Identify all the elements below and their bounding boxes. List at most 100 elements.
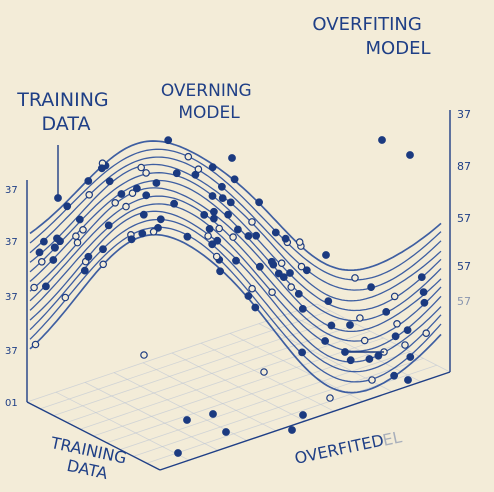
data-point xyxy=(322,251,330,259)
training-data-label-bottom: TRAINING DATA xyxy=(44,433,133,487)
data-point xyxy=(248,218,256,226)
data-point xyxy=(298,304,307,313)
data-point xyxy=(327,321,336,330)
left-tick-label: 37 xyxy=(5,185,18,196)
data-point xyxy=(294,289,303,298)
data-point xyxy=(232,256,240,265)
data-point xyxy=(156,215,165,224)
data-point xyxy=(422,329,431,338)
data-point xyxy=(233,225,242,234)
overning-model-label: OVERNING MODEL xyxy=(161,81,257,123)
data-point xyxy=(30,283,38,292)
grid-line xyxy=(55,391,190,461)
data-point xyxy=(84,252,93,261)
data-point xyxy=(404,376,412,384)
data-point xyxy=(164,136,173,145)
model-curve xyxy=(29,218,442,373)
data-point xyxy=(390,292,399,301)
data-point xyxy=(417,273,426,281)
right-tick-label: 37 xyxy=(457,108,471,121)
data-point xyxy=(31,340,40,349)
right-tick-label: 57 xyxy=(457,295,471,308)
data-point xyxy=(191,170,200,179)
data-point xyxy=(229,233,237,241)
data-point xyxy=(302,266,311,275)
grid-line xyxy=(287,313,422,383)
model-curve xyxy=(29,148,442,281)
axes xyxy=(26,110,451,471)
data-point xyxy=(346,321,354,329)
left-axis-ticks: 37 37 37 37 01 xyxy=(5,185,18,409)
data-point xyxy=(403,326,412,334)
data-point xyxy=(35,248,44,257)
data-point xyxy=(378,136,386,144)
data-point xyxy=(390,371,398,380)
data-point xyxy=(53,234,61,243)
data-point xyxy=(152,179,161,187)
data-point xyxy=(127,235,136,244)
data-point xyxy=(255,262,264,271)
data-point xyxy=(255,198,263,207)
data-point xyxy=(218,194,227,202)
data-point xyxy=(393,319,401,328)
data-point xyxy=(209,214,218,223)
data-point xyxy=(297,262,306,271)
data-point xyxy=(228,154,236,162)
data-point xyxy=(85,191,94,199)
data-point xyxy=(224,210,232,219)
data-point xyxy=(63,202,72,211)
data-point xyxy=(356,314,364,322)
data-point xyxy=(226,198,235,207)
data-point xyxy=(298,348,306,357)
floor-axis-front xyxy=(26,401,161,471)
data-point xyxy=(217,182,226,191)
data-point xyxy=(80,266,89,275)
data-point xyxy=(183,416,191,424)
data-point xyxy=(105,177,114,186)
data-point xyxy=(382,307,391,316)
grid-line xyxy=(200,342,335,412)
data-point xyxy=(98,164,106,173)
data-point xyxy=(73,238,82,247)
data-point xyxy=(61,293,70,302)
data-point xyxy=(321,337,329,345)
data-point xyxy=(205,224,214,233)
data-point xyxy=(360,336,369,345)
data-point xyxy=(170,199,178,208)
model-curve xyxy=(29,172,442,312)
data-point xyxy=(222,428,230,436)
data-point xyxy=(72,232,80,241)
data-point xyxy=(216,267,224,276)
model-curve xyxy=(29,179,442,322)
data-point xyxy=(271,228,280,237)
right-tick-label: 57 xyxy=(457,212,471,225)
data-point xyxy=(204,232,212,240)
data-point xyxy=(75,215,84,224)
data-point xyxy=(286,269,294,277)
data-point xyxy=(122,202,130,211)
grid-line xyxy=(229,333,364,402)
left-tick-label: 37 xyxy=(5,292,18,303)
model-curve xyxy=(29,195,442,342)
data-point xyxy=(209,410,217,418)
data-point xyxy=(260,368,268,376)
data-point xyxy=(142,169,150,177)
data-point xyxy=(244,292,253,300)
data-point xyxy=(172,169,181,178)
data-point xyxy=(287,283,296,291)
model-curve xyxy=(29,233,442,394)
data-point xyxy=(295,238,304,246)
data-point xyxy=(54,194,62,202)
data-point xyxy=(365,355,374,363)
data-point xyxy=(324,297,333,305)
training-data-label-top: TRAINING DATA xyxy=(16,89,114,135)
data-point xyxy=(351,274,359,282)
data-point xyxy=(215,224,224,233)
data-point xyxy=(346,356,355,365)
data-point xyxy=(406,353,415,361)
right-tick-label: 57 xyxy=(457,260,471,273)
data-point xyxy=(79,226,87,234)
data-point xyxy=(84,177,93,185)
data-point xyxy=(367,283,375,291)
data-point xyxy=(142,191,151,200)
